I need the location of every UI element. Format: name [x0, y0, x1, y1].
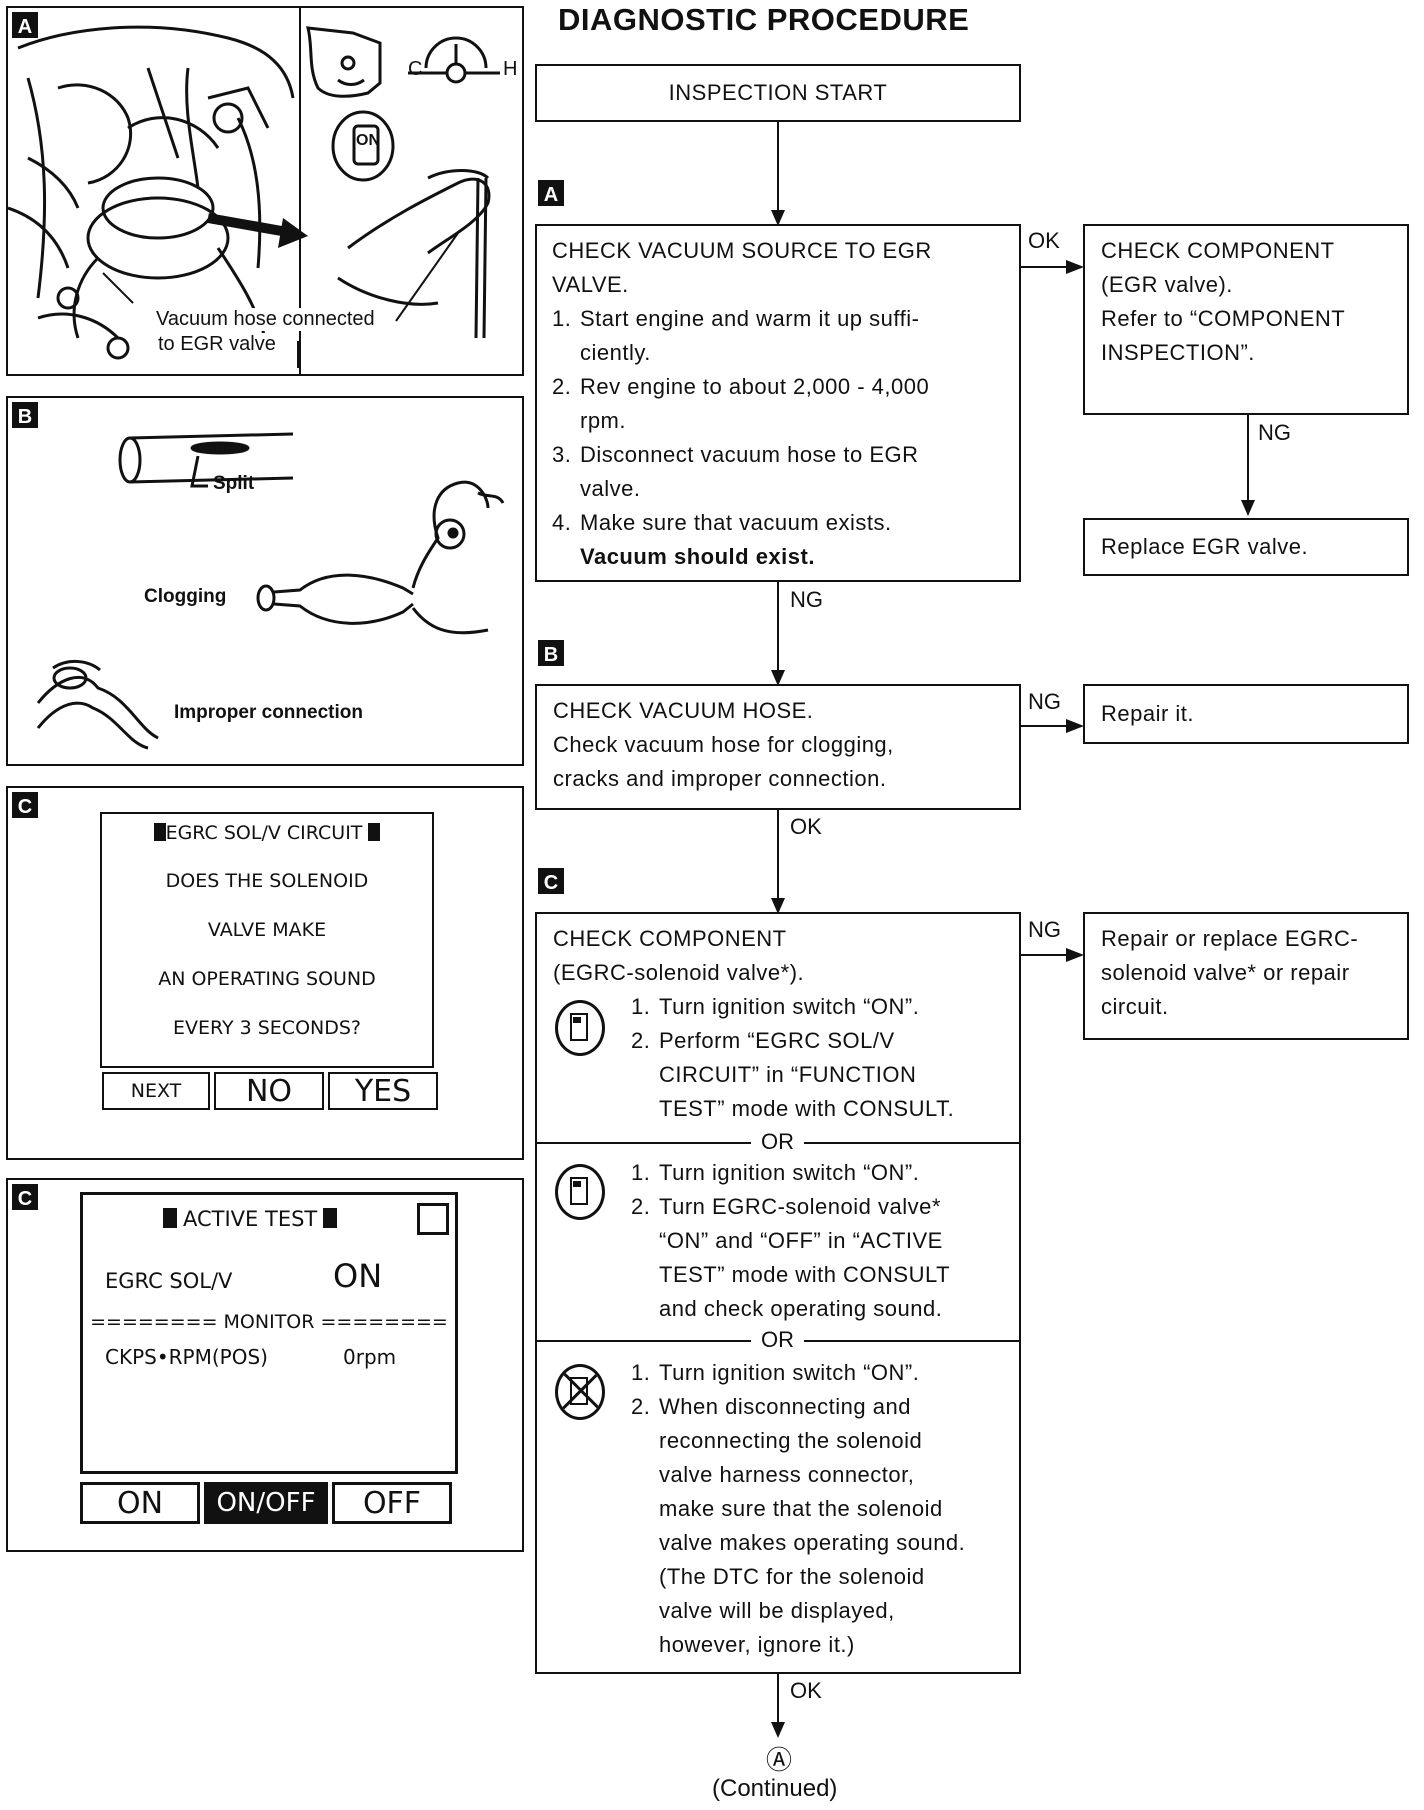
off-button[interactable]: OFF [332, 1482, 452, 1524]
inspection-start-box: INSPECTION START [535, 64, 1021, 122]
next-button[interactable]: NEXT [102, 1072, 210, 1110]
panel-a-tag: A [12, 12, 38, 38]
replace-egr-valve-box: Replace EGR valve. [1083, 518, 1409, 576]
step-a-heading-2: VALVE. [552, 272, 629, 297]
on-button[interactable]: ON [80, 1482, 200, 1524]
panel-b-clogging: Clogging [144, 586, 227, 607]
step-a-heading-1: CHECK VACUUM SOURCE TO EGR [552, 238, 932, 263]
step-b-tag: B [538, 640, 564, 666]
step-c-heading-1: CHECK COMPONENT [553, 926, 787, 951]
egr-comp-line-2: (EGR valve). [1101, 272, 1233, 297]
panel-b: B Split Clogging Improper conne [6, 396, 524, 766]
ok-label-c: OK [790, 1678, 822, 1703]
step-c-opt3-item-1: 1.Turn ignition switch “ON”. [631, 1360, 920, 1385]
step-a-item-1: 1.Start engine and warm it up suffi-cien… [552, 306, 920, 365]
active-test-checkbox[interactable] [417, 1203, 449, 1235]
step-c-tag: C [538, 868, 564, 894]
monitor-divider: ======== MONITOR ======== [90, 1311, 448, 1333]
consult-active-test-screen: ACTIVE TEST EGRC SOL/V ON ======== MONIT… [80, 1192, 458, 1474]
ng-label-a: NG [790, 587, 823, 612]
panel-b-split: Split [213, 473, 255, 494]
step-c-opt2-item-1: 1.Turn ignition switch “ON”. [631, 1160, 920, 1185]
panel-b-tag: B [12, 402, 38, 428]
ng-label-c: NG [1028, 917, 1061, 942]
active-test-header: ACTIVE TEST [163, 1207, 338, 1231]
continued-symbol: Ⓐ [766, 1746, 793, 1776]
step-a-tag: A [538, 180, 564, 206]
step-b-line-3: cracks and improper connection. [553, 766, 887, 791]
egr-comp-line-1: CHECK COMPONENT [1101, 238, 1335, 263]
step-c-opt1-item-1: 1.Turn ignition switch “ON”. [631, 994, 920, 1019]
active-test-item-value: ON [333, 1257, 383, 1295]
ng-label-b: NG [1028, 689, 1061, 714]
function-test-header: EGRC SOL/V CIRCUIT [102, 822, 432, 844]
function-test-line-2: VALVE MAKE [207, 919, 327, 941]
panel-c1-tag: C [12, 792, 38, 818]
inspection-start-label: INSPECTION START [668, 80, 888, 105]
step-b-line-1: CHECK VACUUM HOSE. [553, 698, 814, 723]
monitor-value: 0rpm [343, 1345, 397, 1369]
check-vacuum-source-box: CHECK VACUUM SOURCE TO EGR VALVE. 1.Star… [535, 224, 1021, 582]
ok-label-a: OK [1028, 228, 1060, 253]
or-label-2: OR [751, 1326, 804, 1354]
yes-button[interactable]: YES [328, 1072, 438, 1110]
monitor-item: CKPS•RPM(POS) [105, 1345, 268, 1369]
panel-a-key-on: ON [356, 132, 380, 149]
repair-egrc-line-3: circuit. [1101, 994, 1169, 1019]
or-label-1: OR [751, 1128, 804, 1156]
repair-egrc-line-1: Repair or replace EGRC- [1101, 926, 1359, 951]
check-vacuum-hose-box: CHECK VACUUM HOSE. Check vacuum hose for… [535, 684, 1021, 810]
panel-c2-tag: C [12, 1184, 38, 1210]
active-test-item: EGRC SOL/V [105, 1269, 233, 1293]
check-egrc-solenoid-box: CHECK COMPONENT (EGRC-solenoid valve*). … [535, 912, 1021, 1674]
check-egr-valve-box: CHECK COMPONENT (EGR valve). Refer to “C… [1083, 224, 1409, 415]
step-a-note: Vacuum should exist. [580, 544, 815, 569]
hose-defects-illustration [36, 432, 505, 750]
panel-a-caption-2: to EGR valve [158, 333, 276, 356]
panel-a-gauge-c: C [408, 58, 423, 80]
replace-egr-label: Replace EGR valve. [1101, 534, 1309, 559]
consult-icon-2 [555, 1164, 605, 1220]
function-test-line-4: EVERY 3 SECONDS? [172, 1017, 362, 1039]
step-c-heading-2: (EGRC-solenoid valve*). [553, 960, 805, 985]
no-consult-icon [555, 1364, 605, 1420]
ok-label-b: OK [790, 814, 822, 839]
panel-a: A [6, 6, 524, 376]
panel-b-improper: Improper connection [174, 702, 363, 723]
step-b-line-2: Check vacuum hose for clogging, [553, 732, 894, 757]
egr-comp-line-4: INSPECTION”. [1101, 340, 1255, 365]
no-button[interactable]: NO [214, 1072, 324, 1110]
panel-a-gauge-h: H [503, 58, 518, 80]
function-test-line-3: AN OPERATING SOUND [158, 968, 376, 990]
on-off-button[interactable]: ON/OFF [204, 1482, 328, 1524]
consult-icon-1 [555, 1000, 605, 1056]
step-a-item-4: 4.Make sure that vacuum exists.Vacuum sh… [552, 510, 892, 569]
repair-egrc-line-2: solenoid valve* or repair [1101, 960, 1350, 985]
panel-c2: C ACTIVE TEST EGRC SOL/V ON ======== MON… [6, 1178, 524, 1552]
ng-label-egr: NG [1258, 420, 1291, 445]
continued-label: (Continued) [712, 1775, 838, 1802]
step-c-opt2-item-2: 2.Turn EGRC-solenoid valve*“ON” and “OFF… [631, 1194, 951, 1321]
panel-c1: C EGRC SOL/V CIRCUIT DOES THE SOLENOID V… [6, 786, 524, 1160]
repair-it-box: Repair it. [1083, 684, 1409, 744]
panel-a-caption-1: Vacuum hose connected [156, 308, 375, 331]
egr-comp-line-3: Refer to “COMPONENT [1101, 306, 1346, 331]
function-test-line-1: DOES THE SOLENOID [165, 870, 369, 892]
repair-egrc-box: Repair or replace EGRC- solenoid valve* … [1083, 912, 1409, 1040]
consult-function-test-screen: EGRC SOL/V CIRCUIT DOES THE SOLENOID VAL… [100, 812, 434, 1068]
repair-it-label: Repair it. [1101, 701, 1195, 726]
page-title: DIAGNOSTIC PROCEDURE [558, 2, 970, 37]
